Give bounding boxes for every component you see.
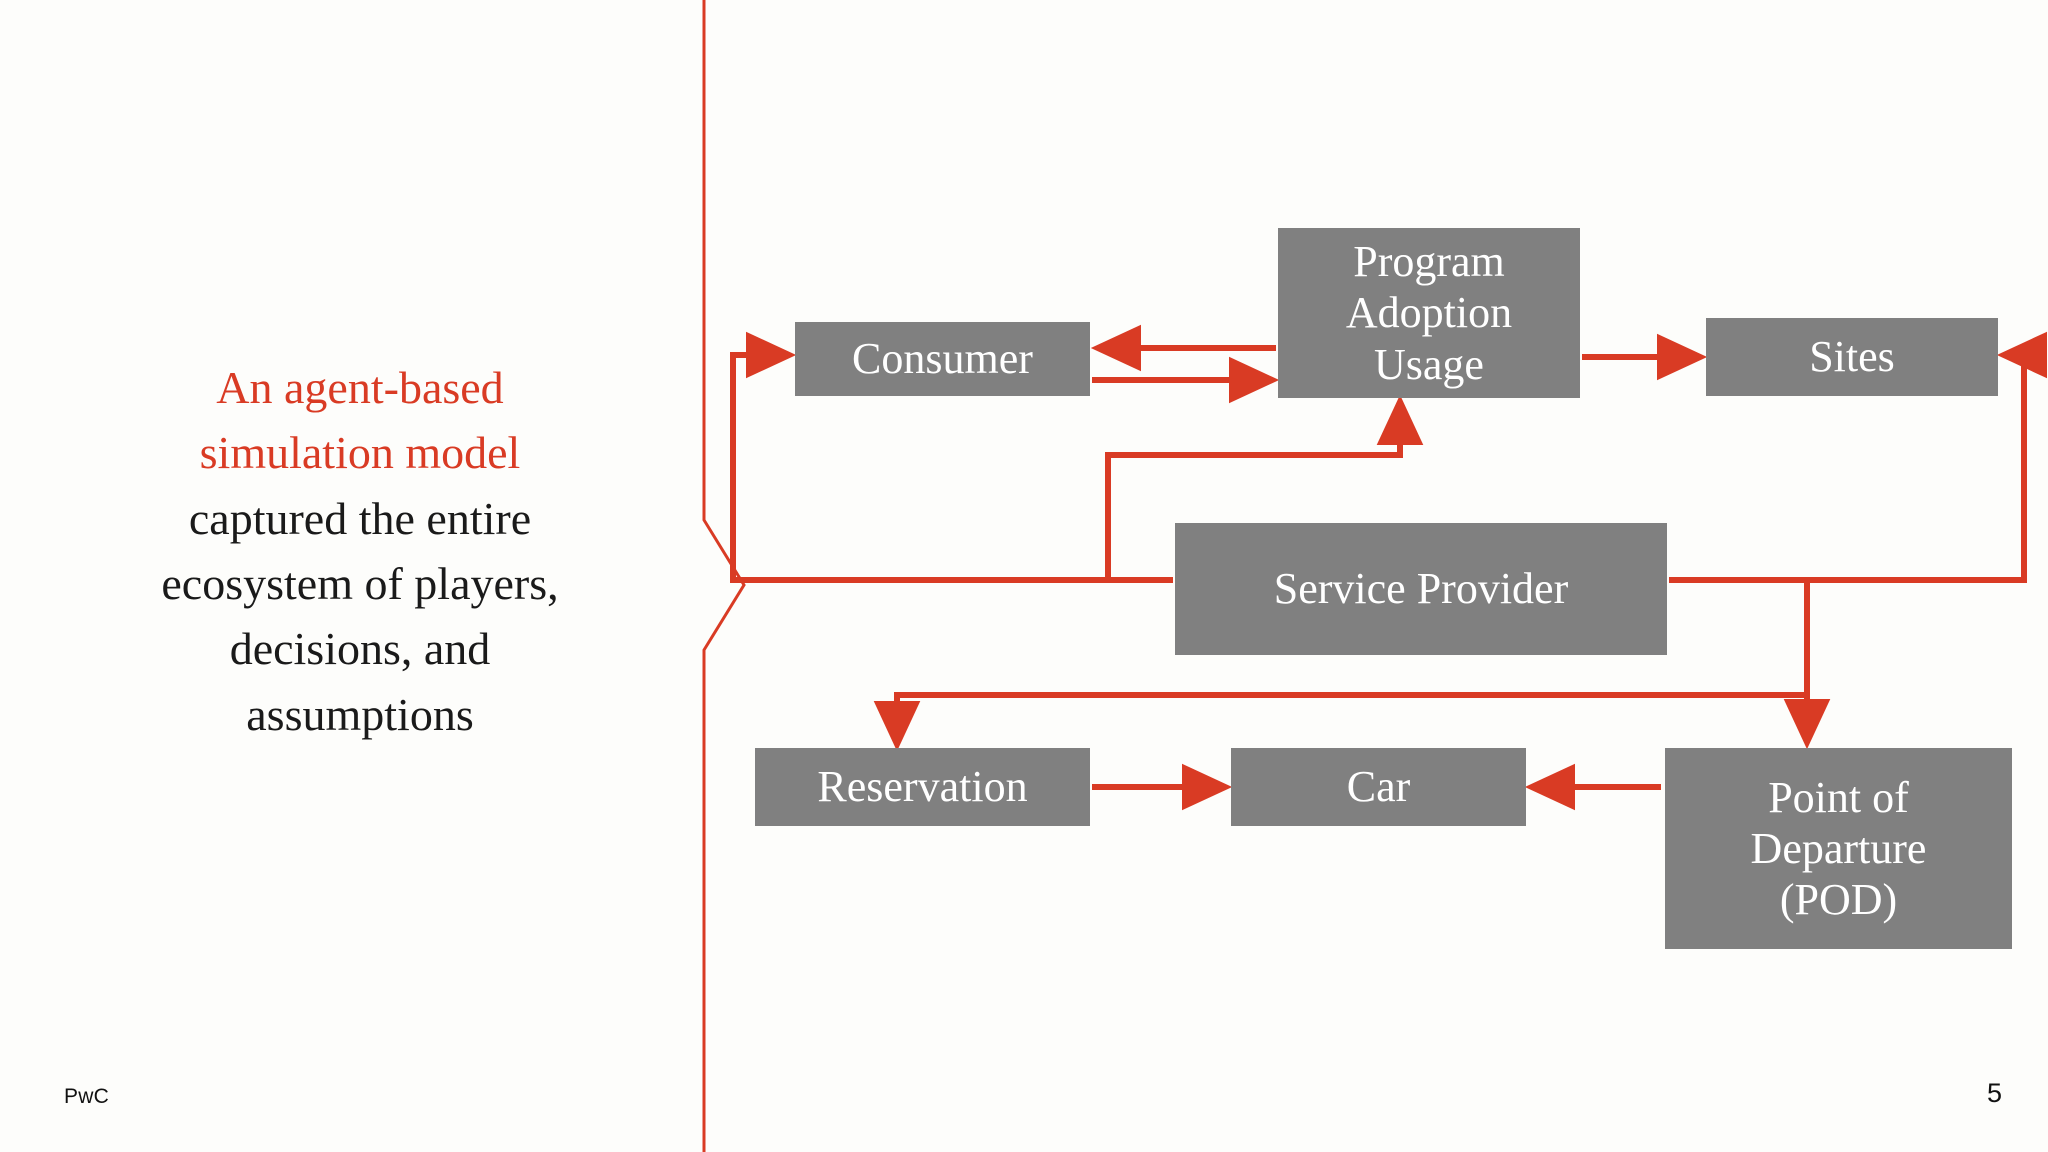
node-program-label-line-2: Adoption [1345,288,1513,338]
node-reservation[interactable]: Reservation [755,748,1090,826]
edge-service-to-pod [1669,577,1831,750]
node-point-of-departure[interactable]: Point of Departure (POD) [1665,748,2012,949]
node-sites-label: Sites [1809,332,1895,382]
node-consumer-label: Consumer [852,334,1033,384]
node-program-label-line-3: Usage [1374,339,1484,389]
node-service-provider-label: Service Provider [1273,564,1569,614]
lead-plain-line-2: ecosystem of players, [161,557,559,609]
lead-paragraph: An agent-based simulation model captured… [60,355,660,747]
lead-accent-line-1: An agent-based [216,362,504,413]
node-consumer[interactable]: Consumer [795,322,1090,396]
node-pod-label-line-1: Point of [1768,772,1909,822]
edge-pod-to-reservation [873,692,1807,752]
node-program-label-line-1: Program [1353,237,1505,287]
node-program-adoption-usage[interactable]: Program Adoption Usage [1278,228,1580,398]
node-service-provider[interactable]: Service Provider [1175,523,1667,655]
node-car[interactable]: Car [1231,748,1526,826]
page-number: 5 [1986,1078,2002,1108]
lead-plain-line-4: assumptions [246,688,474,740]
node-pod-label-line-3: (POD) [1779,875,1898,925]
lead-accent-line-2: simulation model [199,427,521,479]
chevron-divider-icon [702,0,746,1152]
node-pod-label-line-2: Departure [1750,823,1927,873]
lead-plain-line-3: decisions, and [229,623,491,675]
node-car-label: Car [1346,762,1411,812]
brand-logo: PwC [64,1085,109,1108]
lead-plain-line-1: captured the entire [188,492,532,544]
node-reservation-label: Reservation [817,762,1028,812]
node-sites[interactable]: Sites [1706,318,1998,396]
